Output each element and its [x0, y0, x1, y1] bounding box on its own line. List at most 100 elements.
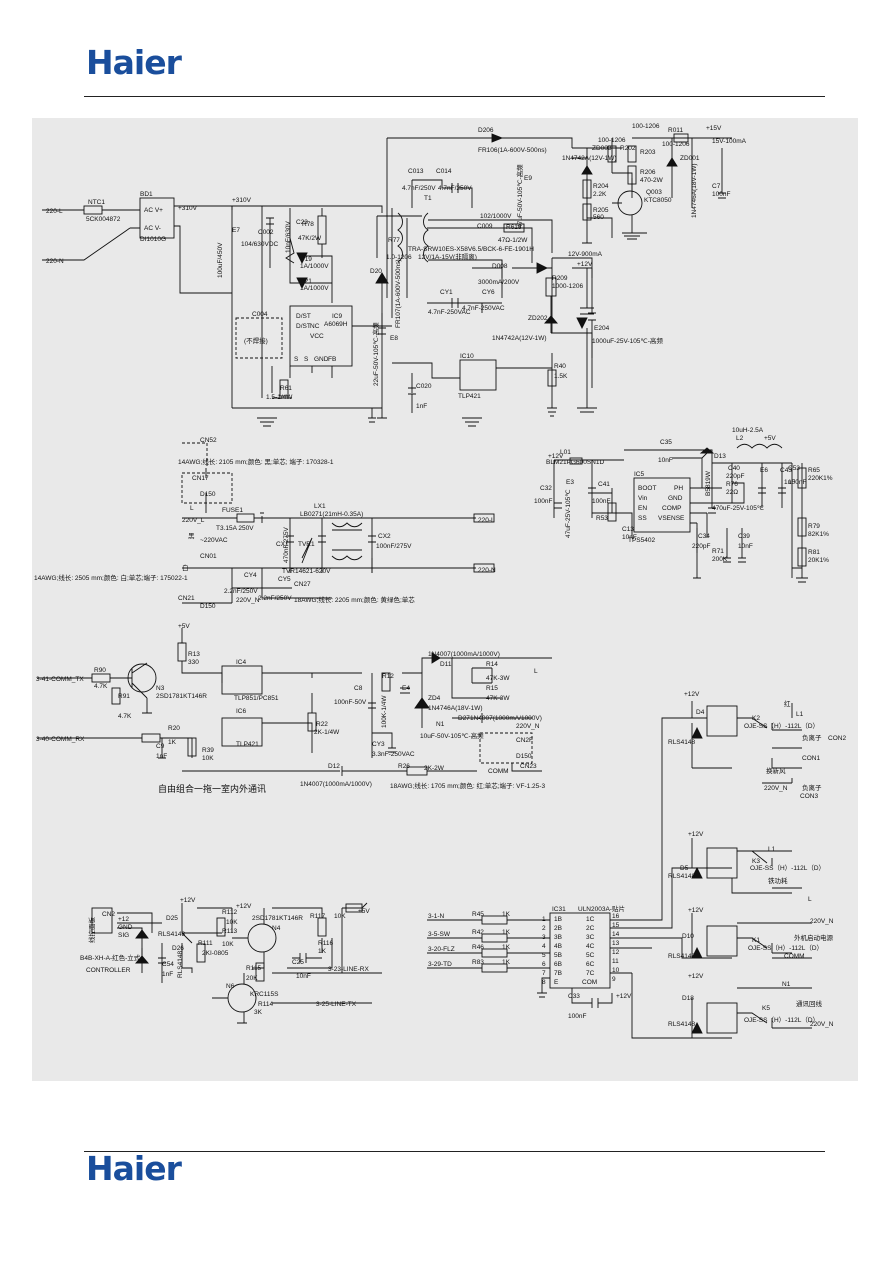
label-c23-val: 10nF/630V: [285, 221, 292, 253]
label-cy1: CY1: [440, 289, 453, 296]
label-r90-val: 4.7K: [94, 683, 108, 690]
label-relay-in-2: 3-5-SW: [428, 931, 451, 938]
label-r114: R114: [258, 1001, 273, 1008]
label-ic9-pin2: D/ST: [296, 323, 311, 330]
label-cn2: CN2: [102, 911, 115, 918]
label-k1-12v: +12V: [688, 907, 704, 914]
label-ic31-5c: 5C: [586, 952, 595, 959]
label-c34-val: 220pF: [692, 543, 710, 550]
label-q003-part: KTC8050: [644, 197, 672, 204]
label-ic5-part: TPS5402: [628, 537, 655, 544]
label-r81-val: 20K1%: [808, 557, 829, 564]
label-comm-5v: +5V: [178, 623, 190, 630]
label-c23: C23: [296, 219, 308, 226]
label-ic5-comp: COMP: [662, 505, 682, 512]
label-c020: C020: [416, 383, 432, 390]
label-tvr: TVR1: [298, 541, 315, 548]
label-d20: D20: [370, 268, 382, 275]
label-d5: D5: [680, 865, 689, 872]
label-c004: C004: [252, 311, 268, 318]
label-r15-val: 47K-3W: [486, 695, 510, 702]
label-r53: R53: [596, 515, 608, 522]
label-lx1-val: LB0271(21mH-0.35A): [300, 511, 363, 518]
label-comm-tx: 3-41-COMM_TX: [36, 676, 84, 683]
label-ic6-part: TLP421: [236, 741, 259, 748]
label-ic9-pin4: VCC: [310, 333, 324, 340]
circuit-schematic: 220-L 220-N NTC1 5CK004872 BD1 AC V+ AC …: [32, 118, 858, 1081]
label-buck-5v: +5V: [764, 435, 776, 442]
label-e204: E204: [594, 325, 610, 332]
label-c7: C7: [712, 183, 721, 190]
label-cy1-val: 4.7nF-250VAC: [428, 309, 471, 316]
label-relay-in-3: 3-20-FLZ: [428, 946, 455, 953]
label-k5-part: OJE-SS（H）-112L（D）: [744, 1016, 819, 1024]
label-d12: D12: [328, 763, 340, 770]
label-c33: C33: [568, 993, 580, 1000]
label-r112: R112: [222, 909, 237, 916]
label-r115-val: 20K: [246, 975, 258, 982]
label-n4-part: 2SD1781KT146R: [252, 915, 303, 922]
label-d12-val: 1N4007(1000mA/1000V): [300, 781, 372, 788]
label-ic9-pin5: S: [294, 356, 299, 363]
label-r112-val: 10K: [226, 919, 238, 926]
label-k2-red: 红: [784, 699, 791, 708]
label-ic31-pn2: 2: [542, 925, 546, 932]
label-d18: D18: [682, 995, 694, 1002]
label-r83: R83: [472, 959, 484, 966]
label-cn21: CN21: [178, 595, 195, 602]
label-ctrl-12: +12: [118, 916, 129, 923]
label-r202: R202: [620, 145, 636, 152]
label-ic5-ph: PH: [674, 485, 683, 492]
label-r45: R45: [472, 911, 484, 918]
label-r12: R12: [382, 673, 394, 680]
label-n6-part: KRC115S: [250, 991, 279, 998]
label-k1-comm: COMM: [784, 953, 805, 960]
label-220vac: ~220VAC: [200, 537, 228, 544]
label-cn52: CN52: [200, 437, 217, 444]
label-r15: R15: [486, 685, 498, 692]
label-bd-part: DI1010G: [140, 236, 166, 243]
label-r83-val: 1K: [502, 959, 511, 966]
label-c54: C54: [162, 961, 174, 968]
label-in-n: 220-N: [46, 258, 64, 265]
label-e6-val: 470uF-25V-105℃: [712, 505, 765, 512]
label-r91-val: 4.7K: [118, 713, 132, 720]
label-relay-in-4: 3-29-TD: [428, 961, 452, 968]
label-cn23: CN23: [520, 763, 537, 770]
label-c41-val: 100nF: [592, 498, 610, 505]
label-cy3-val: 3.3nF-250VAC: [372, 751, 415, 758]
label-e3: E3: [566, 479, 574, 486]
label-d5-part: RLS4148: [668, 873, 695, 880]
label-v15-val: 15V-100mA: [712, 138, 747, 145]
label-cn01: CN01: [200, 553, 217, 560]
label-in-l: 220-L: [46, 208, 63, 215]
label-q003: Q003: [646, 189, 662, 196]
label-r65: R65: [808, 467, 820, 474]
label-d206-val: FR106(1A-600V-500ns): [478, 147, 547, 154]
label-r14: R14: [486, 661, 498, 668]
label-cn2f: CN2F: [516, 737, 533, 744]
label-ctrl-conn: B4B-XH-A-红色-立式: [80, 953, 141, 962]
label-r40: R40: [554, 363, 566, 370]
label-cx2-val: 100nF/275V: [376, 543, 412, 550]
label-r65-val: 220K1%: [808, 475, 833, 482]
label-con1-desc: 换新风: [766, 766, 786, 775]
label-e8-val: 22uF-50V-105℃-高频: [371, 322, 380, 386]
label-e7: E7: [232, 227, 240, 234]
label-cy5: CY5: [278, 576, 291, 583]
label-ic9-part: A6069H: [324, 321, 348, 328]
label-r77: R77: [388, 237, 400, 244]
label-r13: R13: [188, 651, 200, 658]
label-r81: R81: [808, 549, 820, 556]
label-r205-val: 560: [593, 214, 604, 221]
label-ic31-12v: +12V: [616, 993, 632, 1000]
label-e204-val: 1000uF-25V-105℃-高频: [592, 336, 663, 345]
label-d150-b: D150: [200, 603, 216, 610]
label-con3-desc: 负离子: [802, 783, 822, 792]
label-ic9-pin6: S: [304, 356, 309, 363]
label-ctrl-name: CONTROLLER: [86, 967, 131, 974]
label-relay-in-1: 3-1-N: [428, 913, 445, 920]
label-c34: C34: [698, 533, 710, 540]
label-ic31-6b: 6B: [554, 961, 562, 968]
label-r209-val: 1000-1206: [552, 283, 583, 290]
